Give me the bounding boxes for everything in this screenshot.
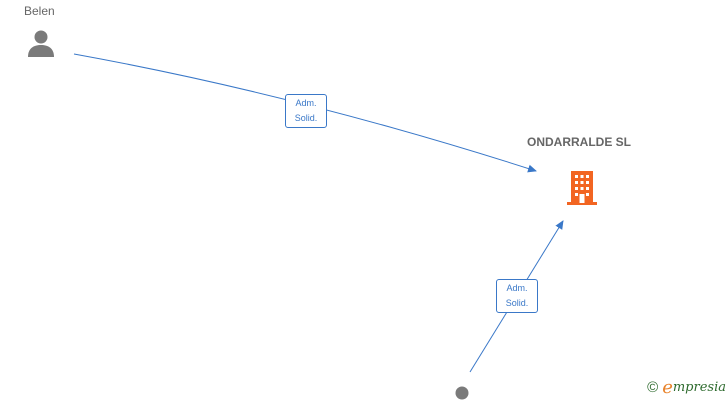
brand-logo-initial: e [662,377,673,398]
building-icon[interactable] [566,171,598,212]
edge-label-line1: Adm. [506,283,528,293]
edge-label-line2: Solid. [505,298,529,308]
edge-label-line2: Solid. [294,113,318,123]
edge-label-line1: Adm. [295,98,317,108]
copyright-icon: © [647,379,659,396]
person-icon-partial[interactable] [449,386,475,400]
edge-label-role: Adm. Solid. [496,279,538,313]
person-name-label: Belen [24,4,55,18]
person-icon[interactable] [27,29,57,64]
edge-label-role: Adm. Solid. [285,94,327,128]
brand-logo-text: mpresia [672,380,726,395]
company-name-label[interactable]: ONDARRALDE SL [527,135,631,149]
